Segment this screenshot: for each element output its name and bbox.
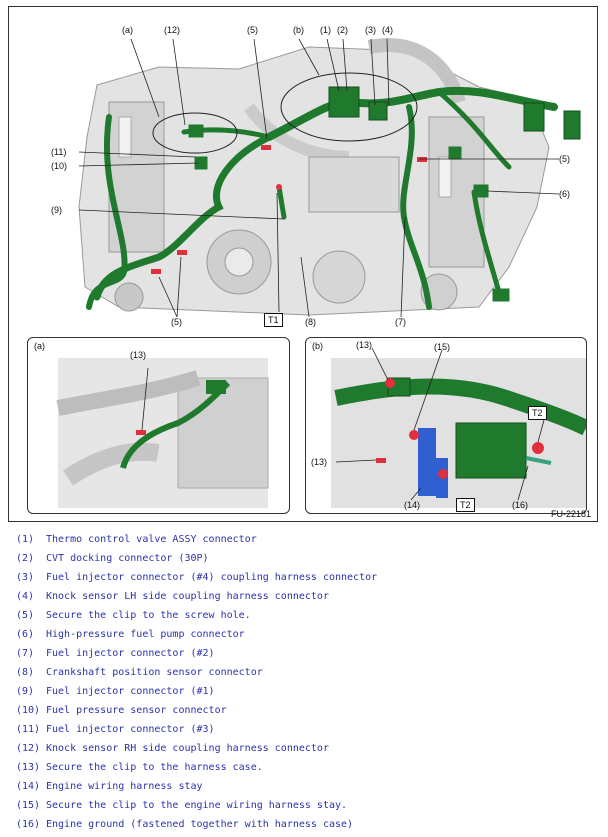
inset-b-torque-t2-bottom: T2 [456, 498, 475, 512]
wiring-harness [86, 86, 581, 310]
legend-text: Secure the clip to the screw hole. [46, 610, 251, 621]
legend-text: CVT docking connector (30P) [46, 553, 209, 564]
legend-item: (13) Secure the clip to the harness case. [16, 758, 596, 777]
legend-text: Knock sensor RH side coupling harness co… [46, 743, 329, 754]
legend-text: Crankshaft position sensor connector [46, 667, 263, 678]
engine-illustration [78, 38, 581, 318]
inset-b-tag: (b) [312, 341, 323, 351]
callout-10: (10) [51, 161, 68, 171]
legend-number: (3) [16, 572, 35, 583]
legend-text: Thermo control valve ASSY connector [46, 534, 257, 545]
legend-item: (10) Fuel pressure sensor connector [16, 701, 596, 720]
engine-harness-figure: (a) (12) (5) (b) (1) (2) (3) (4) (11) (1… [8, 6, 598, 522]
legend-text: Fuel injector connector (#4) coupling ha… [46, 572, 378, 583]
legend-number: (10) [16, 705, 41, 716]
legend-text: Fuel injector connector (#1) [46, 686, 215, 697]
legend-item: (2) CVT docking connector (30P) [16, 549, 596, 568]
callout-7: (7) [395, 317, 406, 327]
legend-number: (15) [16, 800, 41, 811]
legend-number: (4) [16, 591, 35, 602]
clip-markers [151, 145, 427, 274]
legend-item: (9) Fuel injector connector (#1) [16, 682, 596, 701]
legend-number: (8) [16, 667, 35, 678]
detail-inset-a: (a) (13) [27, 337, 290, 514]
inset-a-callout-13: (13) [130, 350, 147, 360]
legend-item: (8) Crankshaft position sensor connector [16, 663, 596, 682]
legend-item: (4) Knock sensor LH side coupling harness… [16, 587, 596, 606]
legend-item: (14) Engine wiring harness stay [16, 777, 596, 796]
legend-text: Fuel injector connector (#2) [46, 648, 215, 659]
legend-item: (6) High-pressure fuel pump connector [16, 625, 596, 644]
callout-8: (8) [305, 317, 316, 327]
inset-b-callout-14: (14) [404, 500, 421, 510]
legend-text: Fuel injector connector (#3) [46, 724, 215, 735]
inset-b-callout-13-top: (13) [356, 340, 373, 350]
legend-item: (5) Secure the clip to the screw hole. [16, 606, 596, 625]
legend-number: (12) [16, 743, 41, 754]
legend-number: (6) [16, 629, 35, 640]
callout-a: (a) [122, 25, 133, 35]
legend-item: (12) Knock sensor RH side coupling harnes… [16, 739, 596, 758]
inset-b-callout-13-left: (13) [311, 457, 328, 467]
detail-a-ellipse [152, 112, 238, 154]
legend-item: (11) Fuel injector connector (#3) [16, 720, 596, 739]
engine-block [78, 38, 550, 316]
legend-number: (5) [16, 610, 35, 621]
legend-text: Knock sensor LH side coupling harness co… [46, 591, 329, 602]
callout-5-right: (5) [559, 154, 570, 164]
tightening-torque-t1: T1 [264, 313, 283, 327]
legend-item: (1) Thermo control valve ASSY connector [16, 530, 596, 549]
legend-number: (9) [16, 686, 35, 697]
legend-number: (16) [16, 819, 41, 830]
inset-b-torque-t2-right: T2 [528, 406, 547, 420]
callout-12: (12) [164, 25, 181, 35]
legend-text: High-pressure fuel pump connector [46, 629, 245, 640]
callout-2: (2) [337, 25, 348, 35]
inset-b-callout-15: (15) [434, 342, 451, 352]
legend-text: Secure the clip to the harness case. [46, 762, 263, 773]
callout-5-top: (5) [247, 25, 258, 35]
callout-4: (4) [382, 25, 393, 35]
callout-9: (9) [51, 205, 62, 215]
legend-text: Fuel pressure sensor connector [46, 705, 227, 716]
detail-inset-b: (b) (13) (15) (13) (14) (16) T2 T2 [305, 337, 587, 514]
figure-code: FU-22181 [550, 509, 591, 519]
callout-5-bottom: (5) [171, 317, 182, 327]
callout-3: (3) [365, 25, 376, 35]
legend-text: Secure the clip to the engine wiring har… [46, 800, 348, 811]
legend-number: (7) [16, 648, 35, 659]
inset-b-callout-16: (16) [512, 500, 529, 510]
legend-number: (13) [16, 762, 41, 773]
legend-text: Engine ground (fastened together with ha… [46, 819, 354, 830]
legend-item: (15) Secure the clip to the engine wiring… [16, 796, 596, 815]
inset-a-tag: (a) [34, 341, 45, 351]
inset-a-illustration [56, 358, 269, 508]
inset-b-illustration [331, 347, 586, 508]
legend-text: Engine wiring harness stay [46, 781, 203, 792]
legend-item: (7) Fuel injector connector (#2) [16, 644, 596, 663]
parts-legend: (1) Thermo control valve ASSY connector (… [16, 530, 596, 834]
legend-number: (11) [16, 724, 41, 735]
legend-number: (1) [16, 534, 35, 545]
callout-b: (b) [293, 25, 304, 35]
callout-1: (1) [320, 25, 331, 35]
callout-11: (11) [51, 147, 67, 157]
leader-lines [78, 38, 560, 318]
legend-item: (3) Fuel injector connector (#4) coupling… [16, 568, 596, 587]
detail-b-ellipse [280, 72, 418, 142]
legend-number: (14) [16, 781, 41, 792]
callout-6: (6) [559, 189, 570, 199]
legend-item: (16) Engine ground (fastened together wit… [16, 815, 596, 834]
legend-number: (2) [16, 553, 35, 564]
